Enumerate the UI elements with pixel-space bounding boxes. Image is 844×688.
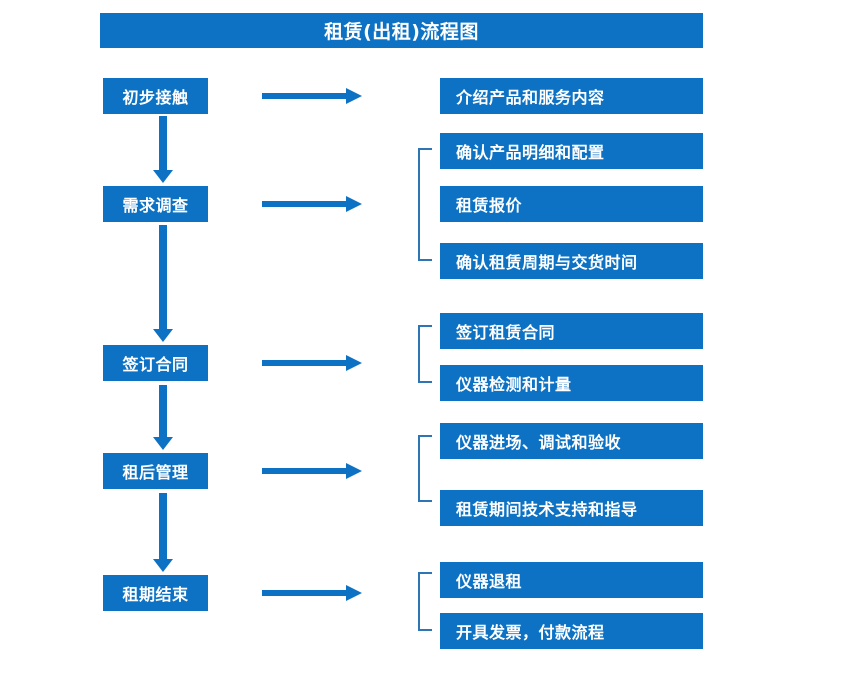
arrow-right-icon-2 xyxy=(262,196,362,212)
arrow-head xyxy=(153,559,173,572)
arrow-right-icon-3 xyxy=(262,355,362,371)
stage-box-2[interactable]: 需求调查 xyxy=(103,186,208,222)
arrow-head xyxy=(346,355,362,371)
group-bracket-2 xyxy=(418,325,432,383)
stage-box-5[interactable]: 租期结束 xyxy=(103,575,208,611)
arrow-right-icon-5 xyxy=(262,585,362,601)
detail-box-1[interactable]: 介绍产品和服务内容 xyxy=(440,78,703,114)
arrow-shaft xyxy=(159,225,167,329)
arrow-shaft xyxy=(159,116,167,170)
arrow-down-icon-1 xyxy=(153,116,173,183)
arrow-head xyxy=(153,437,173,450)
arrow-shaft xyxy=(262,468,348,474)
arrow-shaft xyxy=(262,590,348,596)
detail-box-9[interactable]: 仪器退租 xyxy=(440,562,703,598)
arrow-shaft xyxy=(262,201,348,207)
arrow-right-icon-4 xyxy=(262,463,362,479)
arrow-down-icon-4 xyxy=(153,493,173,572)
arrow-shaft xyxy=(262,360,348,366)
arrow-head xyxy=(346,88,362,104)
stage-box-1[interactable]: 初步接触 xyxy=(103,78,208,114)
detail-box-8[interactable]: 租赁期间技术支持和指导 xyxy=(440,490,703,526)
arrow-head xyxy=(153,170,173,183)
detail-box-5[interactable]: 签订租赁合同 xyxy=(440,313,703,349)
detail-box-6[interactable]: 仪器检测和计量 xyxy=(440,365,703,401)
group-bracket-1 xyxy=(418,148,432,261)
detail-box-7[interactable]: 仪器进场、调试和验收 xyxy=(440,423,703,459)
stage-box-3[interactable]: 签订合同 xyxy=(103,345,208,381)
arrow-head xyxy=(346,585,362,601)
detail-box-4[interactable]: 确认租赁周期与交货时间 xyxy=(440,243,703,279)
arrow-head xyxy=(346,196,362,212)
detail-box-2[interactable]: 确认产品明细和配置 xyxy=(440,133,703,169)
stage-box-4[interactable]: 租后管理 xyxy=(103,453,208,489)
page-title: 租赁(出租)流程图 xyxy=(100,13,703,48)
arrow-head xyxy=(153,329,173,342)
group-bracket-4 xyxy=(418,572,432,631)
arrow-shaft xyxy=(159,493,167,559)
arrow-head xyxy=(346,463,362,479)
detail-box-3[interactable]: 租赁报价 xyxy=(440,186,703,222)
arrow-shaft xyxy=(262,93,348,99)
detail-box-10[interactable]: 开具发票，付款流程 xyxy=(440,613,703,649)
arrow-down-icon-2 xyxy=(153,225,173,342)
group-bracket-3 xyxy=(418,435,432,502)
arrow-down-icon-3 xyxy=(153,385,173,450)
arrow-shaft xyxy=(159,385,167,437)
arrow-right-icon-1 xyxy=(262,88,362,104)
